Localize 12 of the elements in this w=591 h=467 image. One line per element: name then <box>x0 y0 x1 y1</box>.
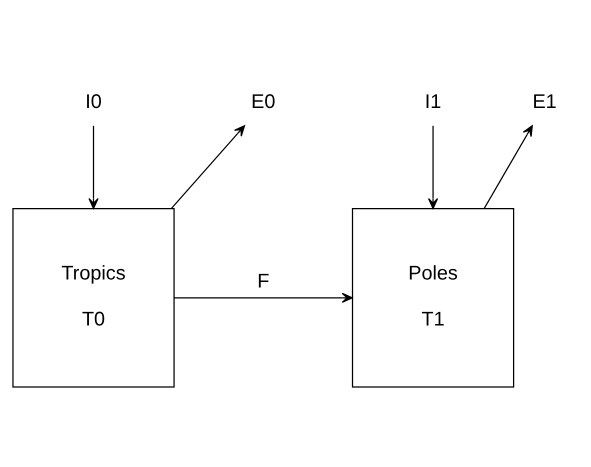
edge-label: F <box>257 270 270 292</box>
arrow <box>88 125 99 209</box>
arrow <box>174 292 353 302</box>
node-text: E0 <box>251 90 276 112</box>
arrow <box>484 124 533 208</box>
arrow <box>428 125 438 209</box>
node-box: Poles T1 <box>352 207 514 388</box>
node-text: E1 <box>532 90 557 112</box>
node-box: Tropics T0 <box>12 207 175 388</box>
arrow <box>170 124 246 208</box>
node-text: I0 <box>85 90 102 112</box>
node-text: I1 <box>424 90 442 112</box>
